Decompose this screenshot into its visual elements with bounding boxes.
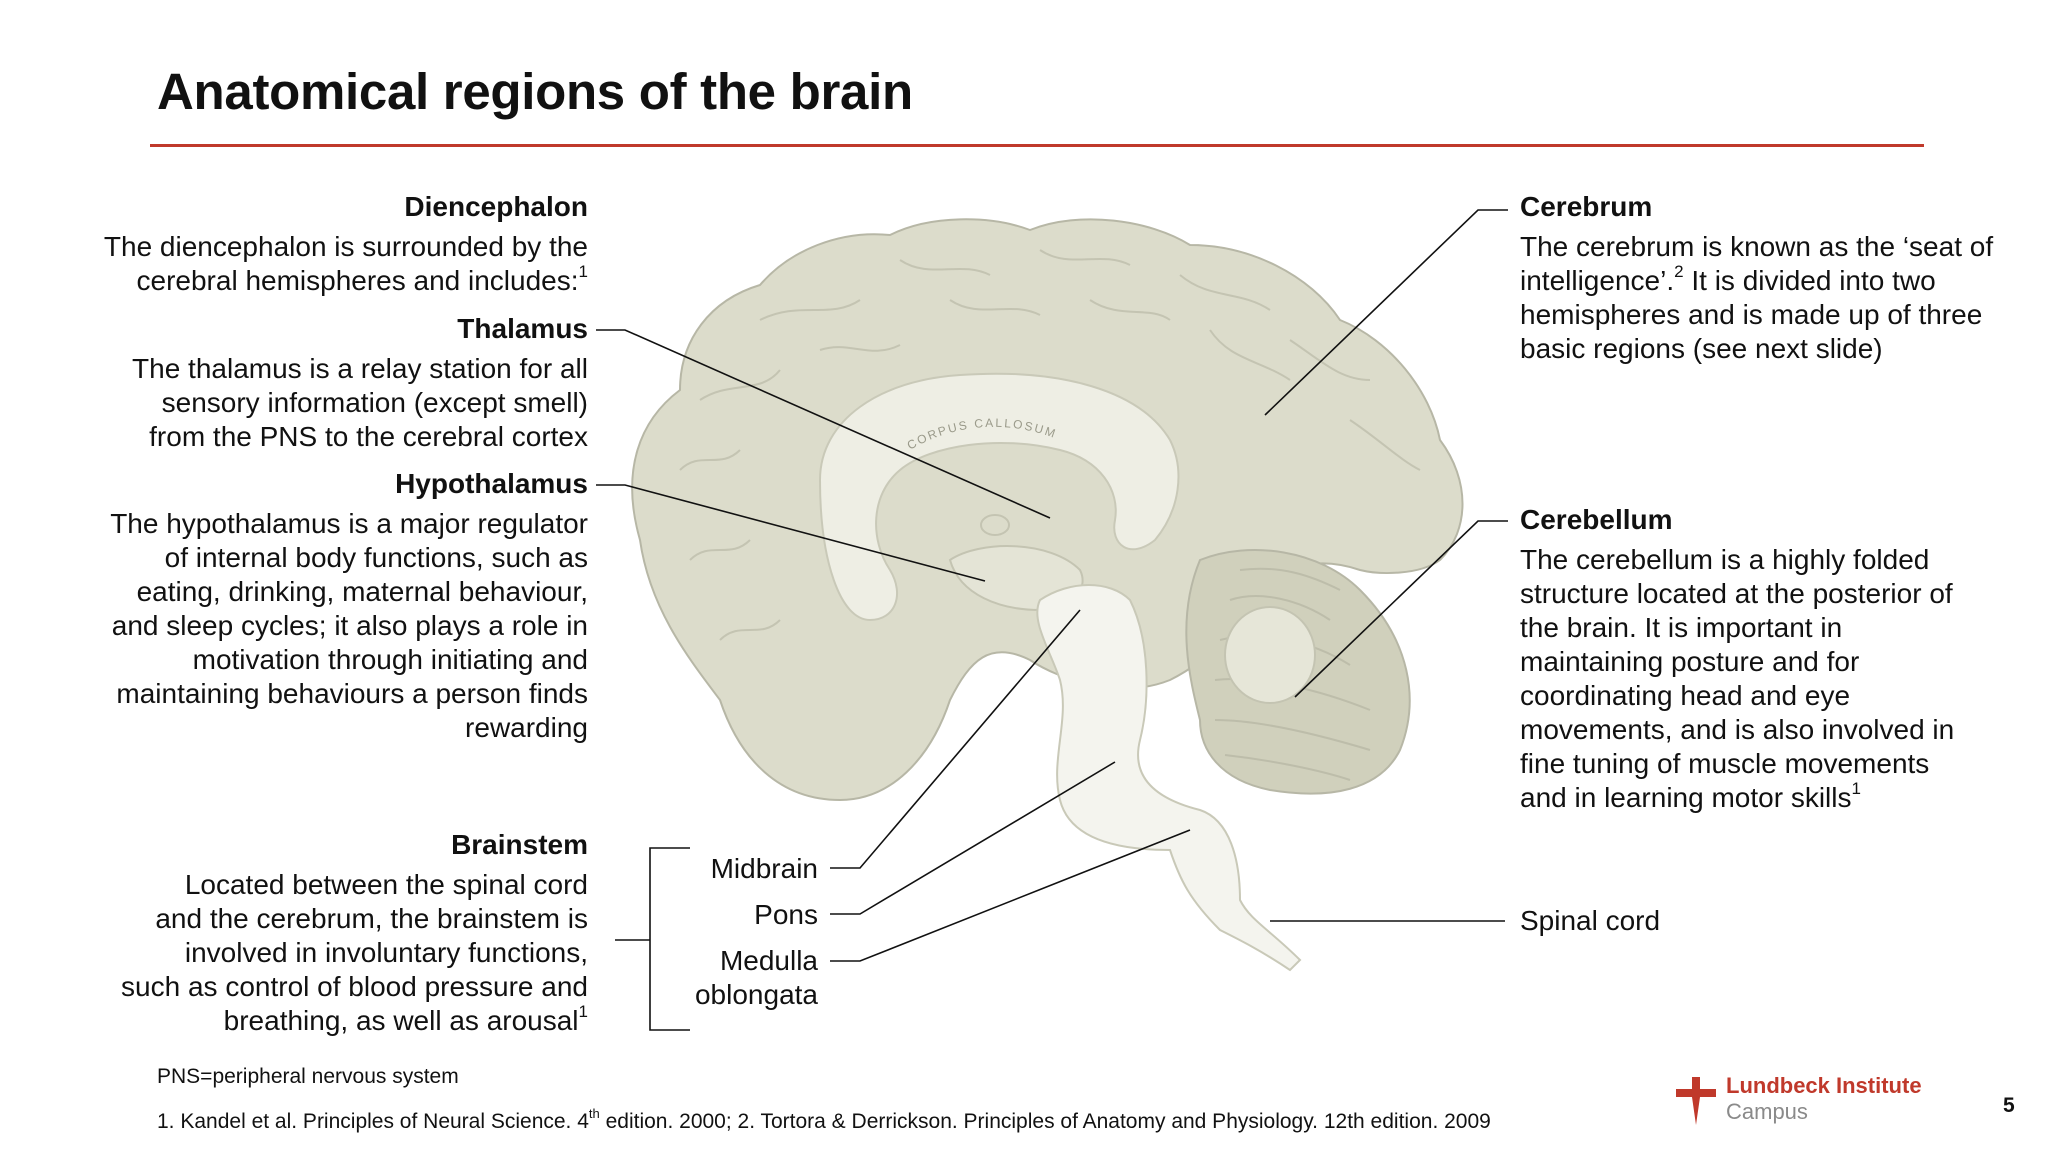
- brainstem-ref: 1: [578, 1002, 588, 1021]
- hypothalamus-text-5: motivation through initiating and: [192, 644, 588, 675]
- hypothalamus-block: Hypothalamus The hypothalamus is a major…: [70, 467, 588, 745]
- label-medulla-oblongata: Medulla oblongata: [640, 944, 818, 1012]
- lundbeck-cross-icon: [1676, 1077, 1716, 1125]
- cerebellum-text-8: and in learning motor skills1: [1520, 779, 2020, 815]
- hypothalamus-heading: Hypothalamus: [395, 468, 588, 499]
- thalamus-text-2: sensory information (except smell): [161, 387, 588, 418]
- cerebrum-block: Cerebrum The cerebrum is known as the ‘s…: [1520, 190, 2020, 366]
- brainstem-heading: Brainstem: [451, 829, 588, 860]
- hypothalamus-text-4: and sleep cycles; it also plays a role i…: [111, 610, 588, 641]
- diencephalon-text-2: cerebral hemispheres and includes:1: [70, 262, 589, 298]
- cerebrum-heading: Cerebrum: [1520, 191, 1653, 222]
- label-medulla-line1: Medulla: [719, 945, 818, 976]
- logo-line1: Lundbeck Institute: [1726, 1073, 1922, 1098]
- cerebellum-text-6: movements, and is also involved in: [1520, 714, 1955, 745]
- brainstem-text-3: involved in involuntary functions,: [184, 937, 588, 968]
- cerebellum-text-4: maintaining posture and for: [1520, 646, 1860, 677]
- diencephalon-ref: 1: [578, 262, 588, 281]
- cerebellum-text-5: coordinating head and eye: [1520, 680, 1851, 711]
- footnote-ref-sup: th: [588, 1106, 600, 1121]
- label-medulla-line2: oblongata: [694, 979, 818, 1010]
- label-pons: Pons: [754, 899, 818, 930]
- hypothalamus-text-6: maintaining behaviours a person finds: [116, 678, 588, 709]
- thalamus-text-1: The thalamus is a relay station for all: [132, 353, 588, 384]
- cerebrum-text-3: hemispheres and is made up of three: [1520, 299, 1983, 330]
- cerebellum-ref: 1: [1851, 779, 1861, 798]
- logo-line2: Campus: [1726, 1099, 1808, 1124]
- brainstem-shape: [1036, 584, 1302, 972]
- cerebellum-text-7: fine tuning of muscle movements: [1520, 748, 1930, 779]
- label-midbrain: Midbrain: [710, 853, 818, 884]
- cerebrum-text-2a: intelligence’.: [1520, 265, 1675, 296]
- page-title: Anatomical regions of the brain: [157, 63, 913, 120]
- footnote-ref-part1: 1. Kandel et al. Principles of Neural Sc…: [157, 1110, 589, 1133]
- diencephalon-block: Diencephalon The diencephalon is surroun…: [70, 190, 588, 298]
- cerebellum-heading: Cerebellum: [1520, 504, 1673, 535]
- hypothalamus-text-7: rewarding: [465, 712, 588, 743]
- hypothalamus-text-1: The hypothalamus is a major regulator: [110, 508, 588, 539]
- diencephalon-heading: Diencephalon: [404, 191, 588, 222]
- title-divider: [150, 144, 1924, 147]
- cerebrum-text-2: intelligence’.2 It is divided into two: [1520, 262, 2020, 298]
- cerebellum-block: Cerebellum The cerebellum is a highly fo…: [1520, 503, 2020, 815]
- brainstem-text-2: and the cerebrum, the brainstem is: [155, 903, 588, 934]
- cerebrum-ref: 2: [1674, 262, 1684, 281]
- hypothalamus-text-2: of internal body functions, such as: [164, 542, 588, 573]
- cerebrum-text-1: The cerebrum is known as the ‘seat of: [1520, 231, 1994, 262]
- brainstem-text-1: Located between the spinal cord: [184, 869, 588, 900]
- hypothalamus-text-3: eating, drinking, maternal behaviour,: [136, 576, 588, 607]
- brainstem-text-5-main: breathing, as well as arousal: [223, 1005, 579, 1036]
- brainstem-text-4: such as control of blood pressure and: [121, 971, 588, 1002]
- cerebrum-shape: [631, 218, 1464, 802]
- corpus-callosum-shape: [818, 372, 1180, 622]
- thalamus-block: Thalamus The thalamus is a relay station…: [70, 312, 588, 454]
- gyri-lines: [679, 249, 1421, 641]
- cerebrum-text-2b: It is divided into two: [1683, 265, 1936, 296]
- cerebrum-text-4: basic regions (see next slide): [1520, 333, 1883, 364]
- thalamus-text-3: from the PNS to the cerebral cortex: [149, 421, 588, 452]
- leader-lines: [596, 209, 1508, 1031]
- page-number: 5: [2003, 1094, 2015, 1117]
- cerebellum-text-1: The cerebellum is a highly folded: [1520, 544, 1930, 575]
- cerebellum-text-3: the brain. It is important in: [1520, 612, 1843, 643]
- cerebellum-text-8-main: and in learning motor skills: [1520, 782, 1852, 813]
- cerebellum-text-2: structure located at the posterior of: [1520, 578, 1953, 609]
- thalamus-heading: Thalamus: [457, 313, 588, 344]
- footnote-abbreviation: PNS=peripheral nervous system: [157, 1065, 459, 1088]
- diencephalon-text-2-main: cerebral hemispheres and includes:: [136, 265, 579, 296]
- lundbeck-logo: Lundbeck Institute Campus: [1672, 1073, 1932, 1129]
- footnote-references: 1. Kandel et al. Principles of Neural Sc…: [157, 1106, 1491, 1135]
- label-spinal-cord: Spinal cord: [1520, 905, 1661, 936]
- label-corpus-callosum: CORPUS CALLOSUM: [905, 416, 1059, 453]
- diencephalon-text-1: The diencephalon is surrounded by the: [103, 231, 588, 262]
- brainstem-block: Brainstem Located between the spinal cor…: [70, 828, 588, 1038]
- brainstem-text-5: breathing, as well as arousal1: [70, 1002, 588, 1038]
- footnote-ref-part2: edition. 2000; 2. Tortora & Derrickson. …: [599, 1110, 1491, 1133]
